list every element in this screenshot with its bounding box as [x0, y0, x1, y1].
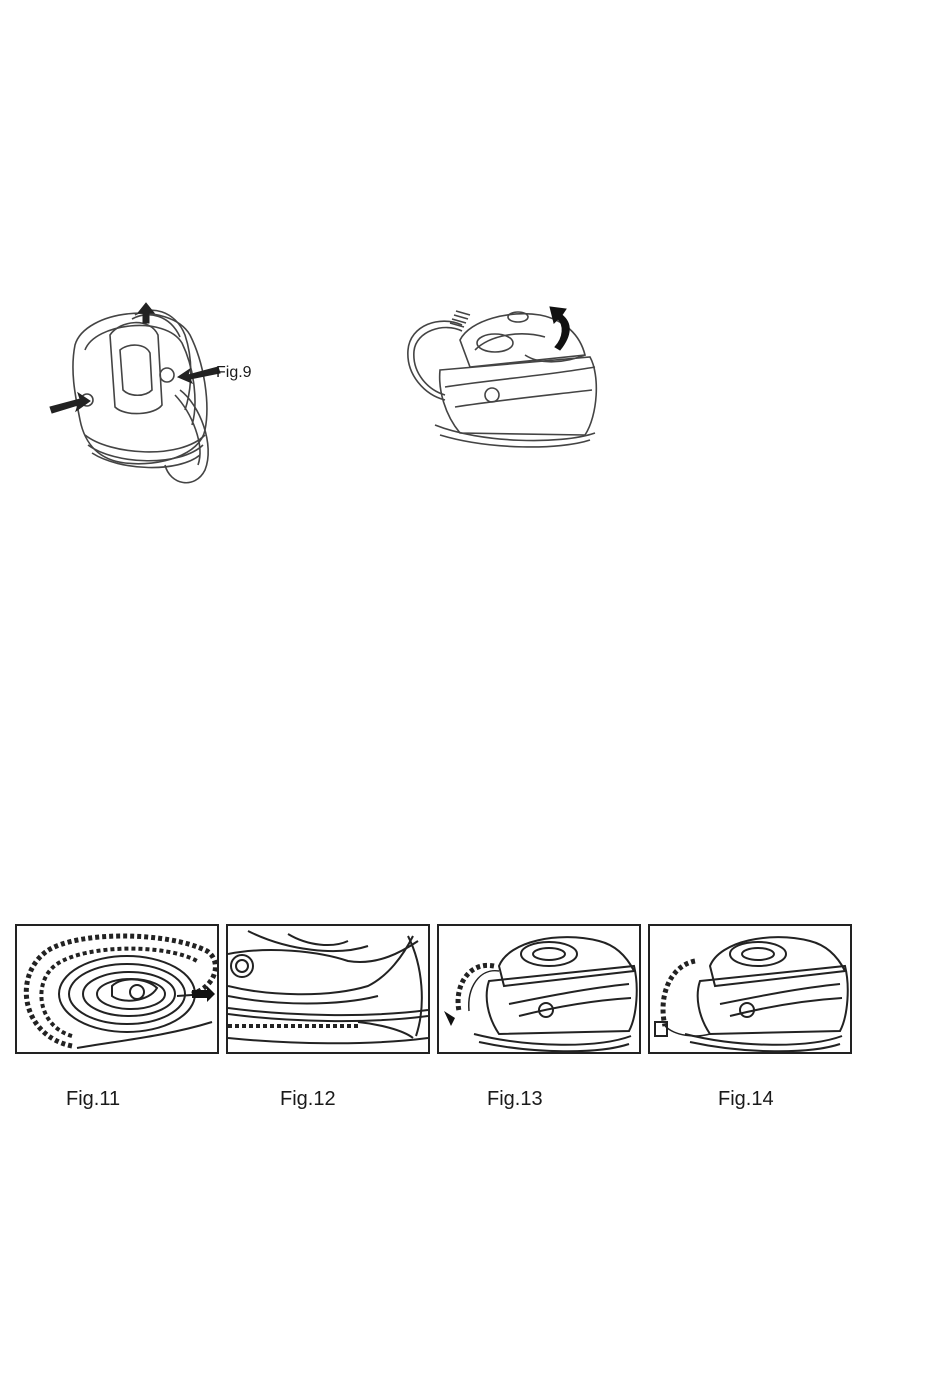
iron-lift-drawing [400, 295, 610, 445]
iron-stored-drawing [650, 926, 850, 1052]
fig13-panel [437, 924, 641, 1054]
iron-lift-illustration [400, 295, 610, 445]
fig12-panel [226, 924, 430, 1054]
fig9-label: Fig.9 [216, 364, 252, 382]
fig13-label: Fig.13 [487, 1088, 543, 1111]
fig11-label: Fig.11 [66, 1088, 120, 1111]
fig11-panel [15, 924, 219, 1054]
fig12-label: Fig.12 [280, 1088, 336, 1111]
fig14-label: Fig.14 [718, 1088, 774, 1111]
iron-on-station-drawing [439, 926, 639, 1052]
fig9-illustration [40, 295, 240, 495]
lift-arrow-icon [550, 307, 569, 350]
station-closeup-drawing [228, 926, 428, 1052]
steam-station-release-drawing [40, 295, 240, 495]
fig14-panel [648, 924, 852, 1054]
cord-wrapped-drawing [17, 926, 217, 1052]
